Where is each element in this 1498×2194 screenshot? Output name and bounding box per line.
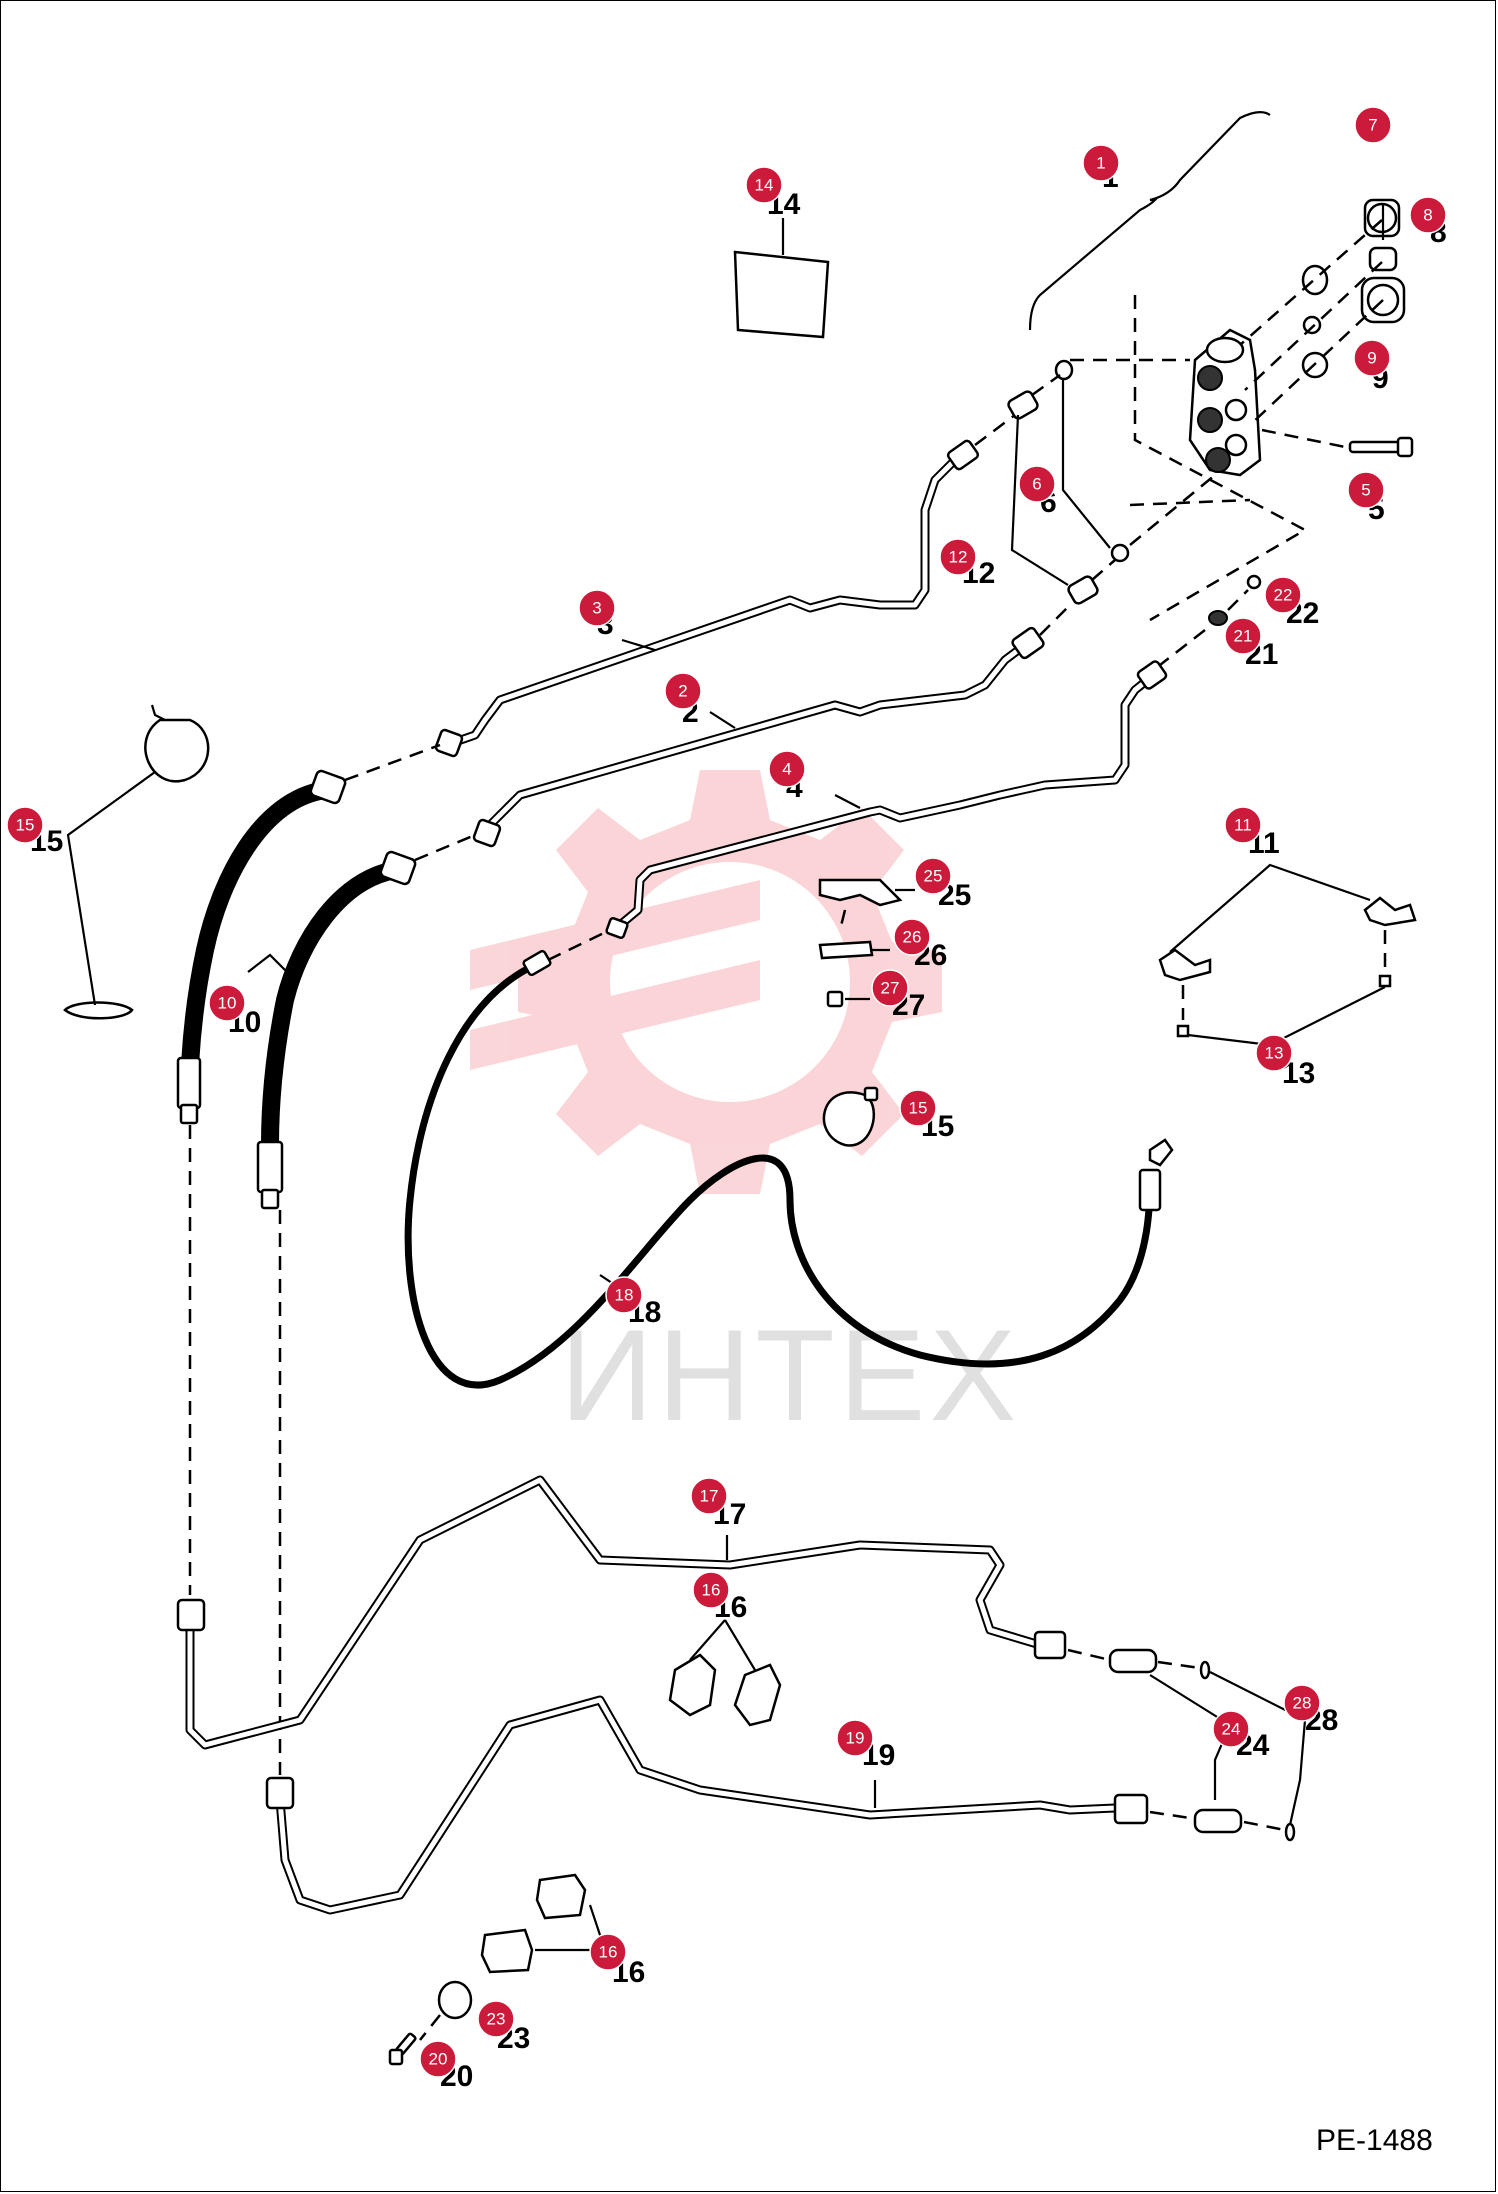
svg-text:4: 4 (782, 760, 791, 779)
callout-badge-9[interactable]: 9 (1353, 339, 1391, 377)
tube-4 (605, 660, 1168, 940)
svg-text:7: 7 (1368, 116, 1377, 135)
clamp-16-lower (388, 1873, 607, 2066)
clamp-15-left (63, 704, 210, 1020)
bolt-5 (1261, 428, 1414, 458)
callout-badge-14[interactable]: 14 (745, 166, 783, 204)
svg-text:19: 19 (846, 1729, 865, 1748)
svg-text:24: 24 (1222, 1720, 1241, 1739)
callout-badge-21[interactable]: 21 (1224, 617, 1262, 655)
svg-text:9: 9 (1367, 349, 1376, 368)
svg-text:22: 22 (1274, 586, 1293, 605)
hose-10-right (256, 833, 476, 1775)
svg-text:14: 14 (755, 176, 774, 195)
callout-badge-17[interactable]: 17 (690, 1477, 728, 1515)
watermark-text: ИНТЕХ (560, 1302, 1020, 1448)
callout-badge-27[interactable]: 27 (871, 969, 909, 1007)
svg-text:16: 16 (702, 1581, 721, 1600)
callout-badge-19[interactable]: 19 (836, 1719, 874, 1757)
valve-assembly-outline (1028, 111, 1308, 622)
fittings-21-22 (1159, 574, 1262, 666)
svg-text:1: 1 (1096, 154, 1105, 173)
tube-3 (434, 414, 1016, 758)
callout-badge-10[interactable]: 10 (208, 984, 246, 1022)
callout-badge-20[interactable]: 20 (419, 2040, 457, 2078)
callout-badge-25[interactable]: 25 (914, 857, 952, 895)
callout-badge-2[interactable]: 2 (664, 672, 702, 710)
leader-lines (247, 205, 1385, 1826)
callout-badge-4[interactable]: 4 (768, 750, 806, 788)
svg-text:27: 27 (881, 979, 900, 998)
callout-badge-12[interactable]: 12 (939, 538, 977, 576)
svg-text:3: 3 (592, 599, 601, 618)
svg-text:2: 2 (678, 682, 687, 701)
svg-text:12: 12 (949, 548, 968, 567)
svg-text:16: 16 (599, 1943, 618, 1962)
svg-text:11: 11 (1234, 816, 1252, 835)
svg-text:23: 23 (487, 2010, 506, 2029)
svg-text:13: 13 (1265, 1044, 1284, 1063)
callout-badge-8[interactable]: 8 (1409, 196, 1447, 234)
o-rings-6 (1054, 358, 1216, 563)
svg-text:21: 21 (1234, 627, 1253, 646)
callout-badge-5[interactable]: 5 (1347, 471, 1385, 509)
drawing-id: PE-1488 (1316, 2124, 1433, 2157)
callout-badge-15a[interactable]: 15 (6, 806, 44, 844)
svg-text:17: 17 (700, 1487, 719, 1506)
svg-text:10: 10 (218, 994, 237, 1013)
svg-text:28: 28 (1293, 1694, 1312, 1713)
callout-badge-22[interactable]: 22 (1264, 576, 1302, 614)
svg-text:15: 15 (16, 816, 35, 835)
callout-badge-18[interactable]: 18 (605, 1276, 643, 1314)
callout-badges: 1 2 3 4 5 6 7 8 9 10 11 12 13 14 15 15 1… (6, 106, 1447, 2078)
callout-badge-6[interactable]: 6 (1018, 465, 1056, 503)
clamp-15-mid (822, 1086, 879, 1147)
callout-badge-13[interactable]: 13 (1255, 1034, 1293, 1072)
svg-text:15: 15 (909, 1099, 928, 1118)
tube-19 (265, 1695, 1149, 1915)
watermark-logo (470, 770, 942, 1194)
clip-25-plate-26-nut-27 (818, 878, 915, 1008)
decal-14 (733, 218, 830, 339)
svg-text:25: 25 (924, 867, 943, 886)
tube-2 (472, 604, 1071, 848)
callout-badge-16a[interactable]: 16 (692, 1571, 730, 1609)
svg-text:20: 20 (429, 2050, 448, 2069)
callout-badge-16b[interactable]: 16 (589, 1933, 627, 1971)
hose-18 (404, 928, 1174, 1389)
svg-text:6: 6 (1032, 475, 1041, 494)
callout-badge-7[interactable]: 7 (1354, 106, 1392, 144)
hose-10-left (176, 743, 441, 1595)
svg-text:8: 8 (1423, 206, 1432, 225)
callout-badge-11[interactable]: 11 (1224, 806, 1262, 844)
callout-badge-3[interactable]: 3 (578, 589, 616, 627)
clips-11-13 (1158, 863, 1417, 1047)
clamp-16-upper (668, 1619, 782, 1727)
svg-text:5: 5 (1361, 481, 1370, 500)
tube-17 (176, 1475, 1067, 1750)
callout-badge-15b[interactable]: 15 (899, 1089, 937, 1127)
callout-badge-26[interactable]: 26 (893, 918, 931, 956)
callout-badge-23[interactable]: 23 (477, 2000, 515, 2038)
callout-badge-28[interactable]: 28 (1283, 1684, 1321, 1722)
fittings-24-28 (1067, 1648, 1296, 1842)
fittings-12 (1007, 373, 1116, 605)
svg-text:26: 26 (903, 928, 922, 947)
callout-badge-24[interactable]: 24 (1212, 1710, 1250, 1748)
svg-text:18: 18 (615, 1286, 634, 1305)
callout-badge-1[interactable]: 1 (1082, 144, 1120, 182)
valve-body (1188, 328, 1262, 477)
